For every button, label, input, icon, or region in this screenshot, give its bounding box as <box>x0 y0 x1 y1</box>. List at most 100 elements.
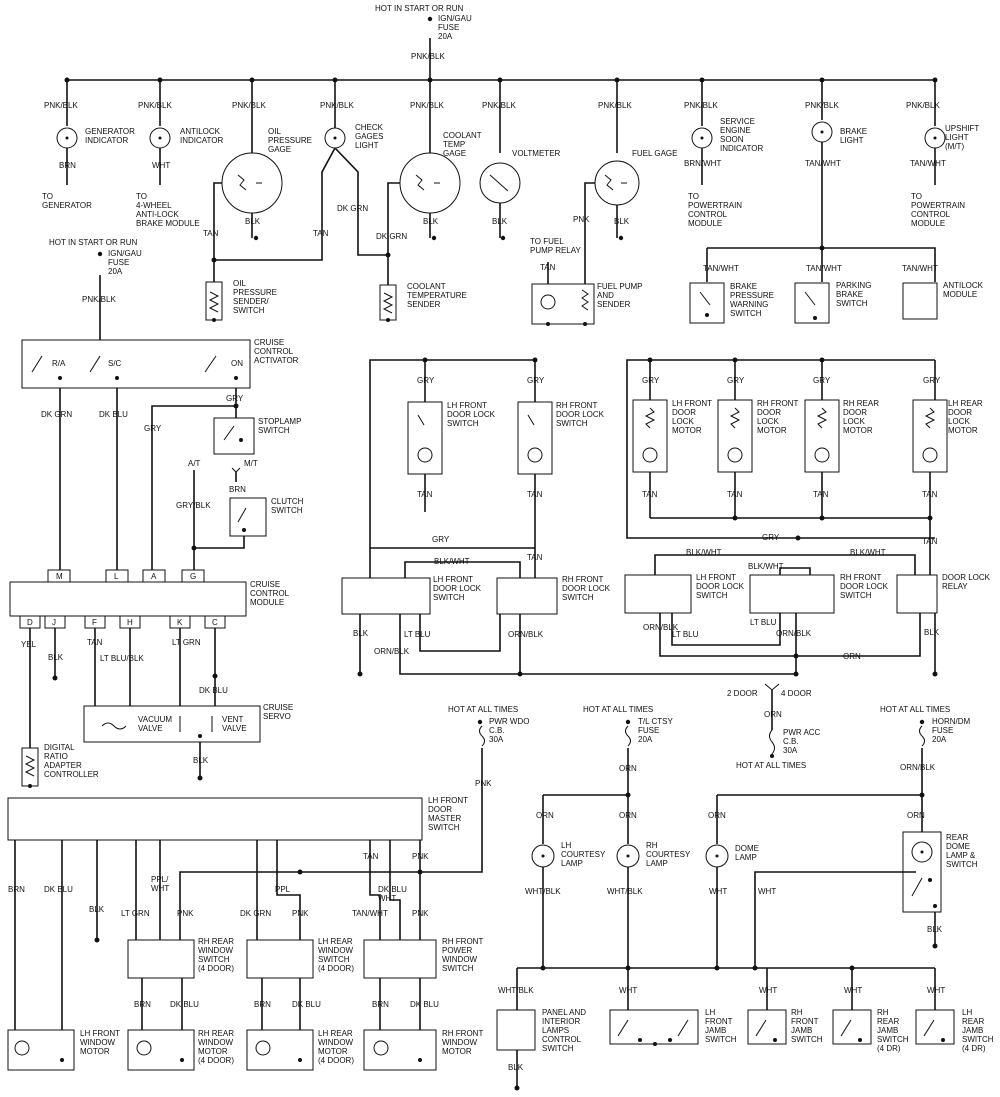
label-line: LH <box>962 1008 972 1017</box>
label-line: REAR <box>877 1017 899 1026</box>
label-line: 20A <box>438 32 453 41</box>
label-line: PWR ACC <box>783 728 821 737</box>
label-line: RH <box>877 1008 889 1017</box>
wire-label: PNK/BLK <box>82 295 116 304</box>
label-line: RH <box>791 1008 803 1017</box>
wire-label: M/T <box>244 459 258 468</box>
wire-label: HOT AT ALL TIMES <box>448 705 518 714</box>
wire-label: WHT <box>759 986 777 995</box>
wire-label: TAN/WHT <box>806 264 842 273</box>
label-line: GAGES <box>355 132 383 141</box>
label-line: FUSE <box>932 726 953 735</box>
label-line: WINDOW <box>80 1038 116 1047</box>
label-line: PRESSURE <box>268 136 312 145</box>
wire-label: BLK <box>353 629 369 638</box>
wire-label: PPL/WHT <box>151 875 169 893</box>
label-line: TO <box>42 192 53 201</box>
wire-label: PNK/BLK <box>598 101 632 110</box>
label-line: LH FRONT <box>428 796 468 805</box>
label-line: DOOR LOCK <box>696 582 745 591</box>
label-line: DOOR LOCK <box>447 410 496 419</box>
label-line: SWITCH <box>840 591 872 600</box>
label-line: LIGHT <box>840 136 864 145</box>
wire-label: DK GRN <box>337 204 368 213</box>
label-line: WINDOW <box>442 1038 478 1047</box>
label-line: LH REAR <box>318 937 353 946</box>
wire-label: WHT <box>619 986 637 995</box>
label-line: TO <box>136 192 147 201</box>
label-line: COOLANT <box>443 131 482 140</box>
wire-label: WHT <box>152 161 170 170</box>
label-line: RH <box>646 841 658 850</box>
wire-label: F <box>92 618 97 627</box>
label-line: CONTROL <box>542 1035 582 1044</box>
wire-label: DK BLU <box>292 1000 321 1009</box>
label-line: MODULE <box>250 598 284 607</box>
label-line: PARKING <box>836 281 871 290</box>
pnk-blk-main: PNK/BLK <box>411 52 445 61</box>
label-line: C.B. <box>489 726 505 735</box>
label-line: LH <box>705 1008 715 1017</box>
wire-label: 4 DOOR <box>781 689 812 698</box>
label-line: ANTILOCK <box>943 281 984 290</box>
wire-label: LT BLU <box>404 630 431 639</box>
wire-label: WHT <box>844 986 862 995</box>
label-line: CRUISE <box>254 338 284 347</box>
label-line: SWITCH <box>836 299 868 308</box>
label-line: MOTOR <box>198 1047 228 1056</box>
label-line: LH FRONT <box>80 1029 120 1038</box>
label-line: (4 DOOR) <box>198 1056 234 1065</box>
label-line: INDICATOR <box>720 144 763 153</box>
wire-label: GRY <box>923 376 941 385</box>
label-line: RH REAR <box>198 937 234 946</box>
label-line: INTERIOR <box>542 1017 580 1026</box>
label-line: CRUISE <box>263 703 293 712</box>
wire-label: DK BLU <box>44 885 73 894</box>
wire-label: BRN/WHT <box>684 159 721 168</box>
label-line: WHT <box>151 884 169 893</box>
wire-label: BLK <box>927 925 943 934</box>
label-line: JAMB <box>877 1026 898 1035</box>
label-line: SENDER/ <box>233 297 269 306</box>
label-line: PUMP RELAY <box>530 246 581 255</box>
label-line: RH FRONT <box>442 1029 483 1038</box>
wire-label: DK GRN <box>240 909 271 918</box>
label-line: SERVICE <box>720 117 755 126</box>
label-line: CONTROLLER <box>44 770 99 779</box>
label-line: (M/T) <box>945 142 964 151</box>
label-line: 20A <box>108 267 123 276</box>
label-line: SWITCH <box>791 1035 823 1044</box>
wire-label: BLK <box>614 217 630 226</box>
label-line: WHT <box>378 894 396 903</box>
wire-label: PNK <box>412 909 429 918</box>
label-line: SWITCH <box>705 1035 737 1044</box>
label-line: SWITCH <box>962 1035 994 1044</box>
label-line: RH FRONT <box>442 937 483 946</box>
